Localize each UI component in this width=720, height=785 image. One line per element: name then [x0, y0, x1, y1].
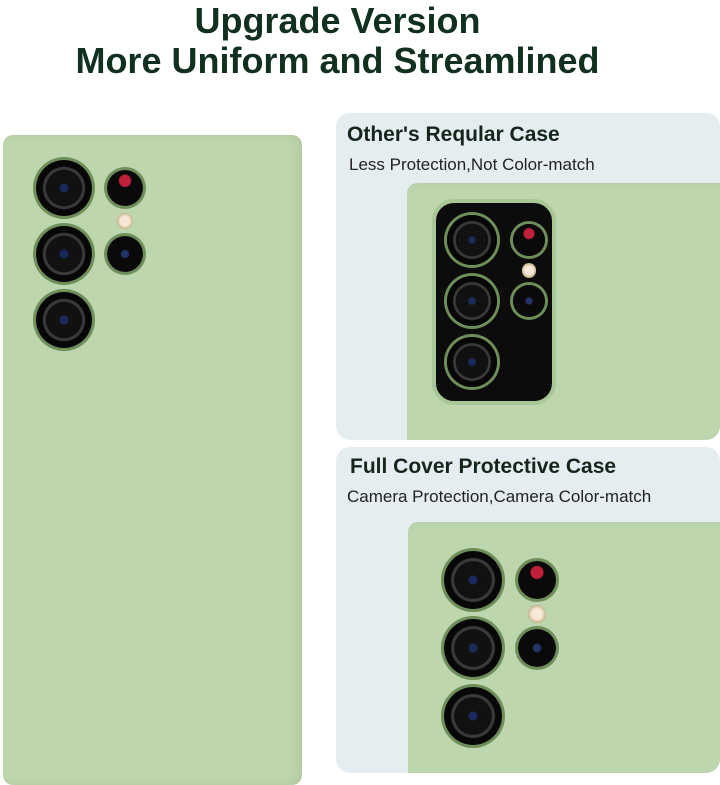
- camera-lens-icon: [518, 561, 556, 599]
- headline-line-1: Upgrade Version: [194, 0, 481, 41]
- camera-lens-icon: [444, 619, 502, 677]
- camera-lens-icon: [444, 551, 502, 609]
- camera-lens-icon: [36, 226, 92, 282]
- panel-title: Other's Reqular Case: [347, 123, 560, 146]
- camera-lens-icon: [447, 215, 497, 265]
- camera-lens-icon: [513, 285, 545, 317]
- camera-lens-icon: [447, 337, 497, 387]
- camera-lens-icon: [518, 629, 556, 667]
- camera-lens-icon: [444, 687, 502, 745]
- camera-lens-icon: [107, 236, 143, 272]
- camera-lens-icon: [107, 170, 143, 206]
- camera-flash-icon: [521, 263, 537, 278]
- headline-line-2: More Uniform and Streamlined: [75, 40, 600, 81]
- camera-flash-icon: [528, 605, 546, 623]
- camera-lens-icon: [513, 224, 545, 256]
- camera-lens-icon: [447, 276, 497, 326]
- camera-lens-icon: [36, 160, 92, 216]
- camera-lens-icon: [36, 292, 92, 348]
- camera-flash-icon: [116, 212, 134, 230]
- panel-subtitle: Camera Protection,Camera Color-match: [347, 487, 652, 506]
- panel-title: Full Cover Protective Case: [350, 455, 617, 478]
- panel-subtitle: Less Protection,Not Color-match: [349, 155, 595, 174]
